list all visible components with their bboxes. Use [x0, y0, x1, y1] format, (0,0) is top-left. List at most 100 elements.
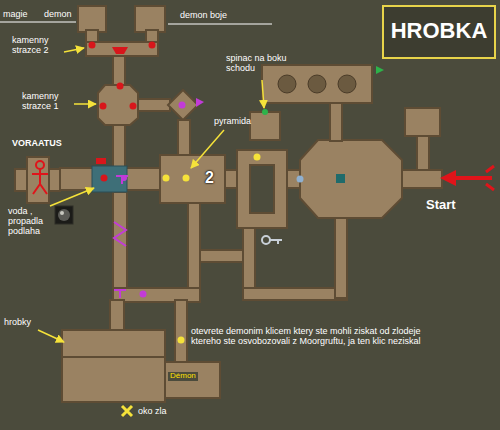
map-line	[74, 103, 96, 105]
voraatus-figure	[32, 161, 48, 194]
map-rect	[135, 6, 165, 32]
map-rect	[178, 120, 190, 156]
pyramid-label: pyramida	[214, 117, 251, 127]
map-rect	[78, 6, 106, 32]
map-line	[64, 48, 84, 52]
map-polygon	[98, 85, 138, 125]
map-rect	[200, 250, 243, 262]
map-circle	[117, 83, 124, 90]
water	[92, 166, 127, 192]
start-label: Start	[426, 198, 456, 212]
loop-hole	[250, 165, 274, 213]
map-path	[114, 290, 126, 298]
map-circle	[149, 42, 156, 49]
map-rect	[417, 136, 429, 170]
map-circle	[36, 161, 44, 169]
x-mark	[122, 406, 132, 416]
orb-icon	[55, 206, 73, 224]
key-icon	[262, 236, 282, 244]
map-circle	[58, 209, 70, 221]
map-rect	[237, 150, 287, 228]
map-title: HROBKA	[383, 18, 495, 44]
demon-label: Démon	[168, 372, 198, 381]
map-path	[270, 240, 282, 244]
map-circle	[262, 109, 268, 115]
map-rect	[27, 157, 49, 203]
green-flags	[262, 66, 384, 115]
map-rect	[160, 155, 225, 203]
map-rect	[243, 288, 347, 300]
map-rect	[330, 103, 342, 141]
map-path	[452, 176, 492, 180]
leader-lines	[38, 48, 264, 342]
map-rect	[335, 218, 347, 298]
map-circle	[179, 102, 186, 109]
start-arrow	[440, 166, 494, 190]
map-rect	[110, 300, 124, 330]
map-rect	[175, 300, 187, 362]
map-circle	[89, 42, 96, 49]
map-circle	[178, 337, 185, 344]
map-polygon	[168, 90, 198, 120]
callout-number: 2	[205, 169, 214, 187]
title-frame	[383, 6, 495, 58]
water-label: voda , propadla podlaha	[8, 207, 52, 237]
map-path	[440, 170, 456, 186]
map-line	[191, 130, 224, 168]
guard-label: kamenny strazce 1	[22, 92, 72, 112]
map-path	[112, 47, 128, 54]
map-rect	[86, 42, 158, 56]
map-path	[32, 169, 48, 194]
underlines	[0, 22, 272, 24]
map-rect	[188, 203, 200, 300]
map-circle	[278, 75, 296, 93]
map-line	[50, 188, 94, 206]
map-circle	[338, 75, 356, 93]
map-circle	[254, 154, 261, 161]
map-circle	[60, 211, 64, 215]
map-rect	[138, 99, 170, 111]
eye-label: oko zla	[138, 407, 167, 417]
yellow-marks	[163, 154, 261, 344]
purple-marks	[114, 98, 204, 298]
map-circle	[140, 291, 147, 298]
map-rect	[405, 108, 440, 136]
map-circle	[308, 75, 326, 93]
map-path	[114, 222, 126, 246]
map-rect	[62, 330, 165, 402]
pits	[278, 75, 356, 93]
map-rect	[250, 112, 280, 140]
map-line	[38, 330, 64, 342]
map-path	[376, 66, 384, 74]
map-rect	[96, 158, 106, 164]
guard-label: kamenny strazce 2	[12, 36, 64, 56]
map-rect	[165, 362, 220, 398]
boss-label: VORAATUS	[12, 139, 62, 149]
map-circle	[100, 103, 107, 110]
switch-dot	[297, 176, 304, 183]
note-text: otevrete demonim klicem ktery ste mohli …	[191, 327, 453, 347]
tomb-label: hrobky	[4, 318, 31, 328]
map-circle	[163, 175, 170, 182]
stairs	[336, 174, 345, 183]
map-path	[196, 98, 204, 107]
switch-label: spinac na boku schodu	[226, 54, 298, 74]
map-line	[262, 80, 264, 108]
map-rect	[262, 65, 372, 103]
map-circle	[130, 103, 137, 110]
room-label: demon boje	[180, 11, 227, 21]
map-rect	[402, 170, 442, 188]
map-rect	[113, 56, 125, 86]
map-path	[486, 166, 494, 190]
map-rect	[113, 192, 127, 300]
map-circle	[183, 175, 190, 182]
room-label: demon	[44, 10, 72, 20]
map-rect	[55, 206, 73, 224]
map-line	[0, 22, 76, 23]
map-circle	[262, 236, 270, 244]
map-rect	[113, 125, 125, 167]
map-line	[168, 24, 272, 25]
